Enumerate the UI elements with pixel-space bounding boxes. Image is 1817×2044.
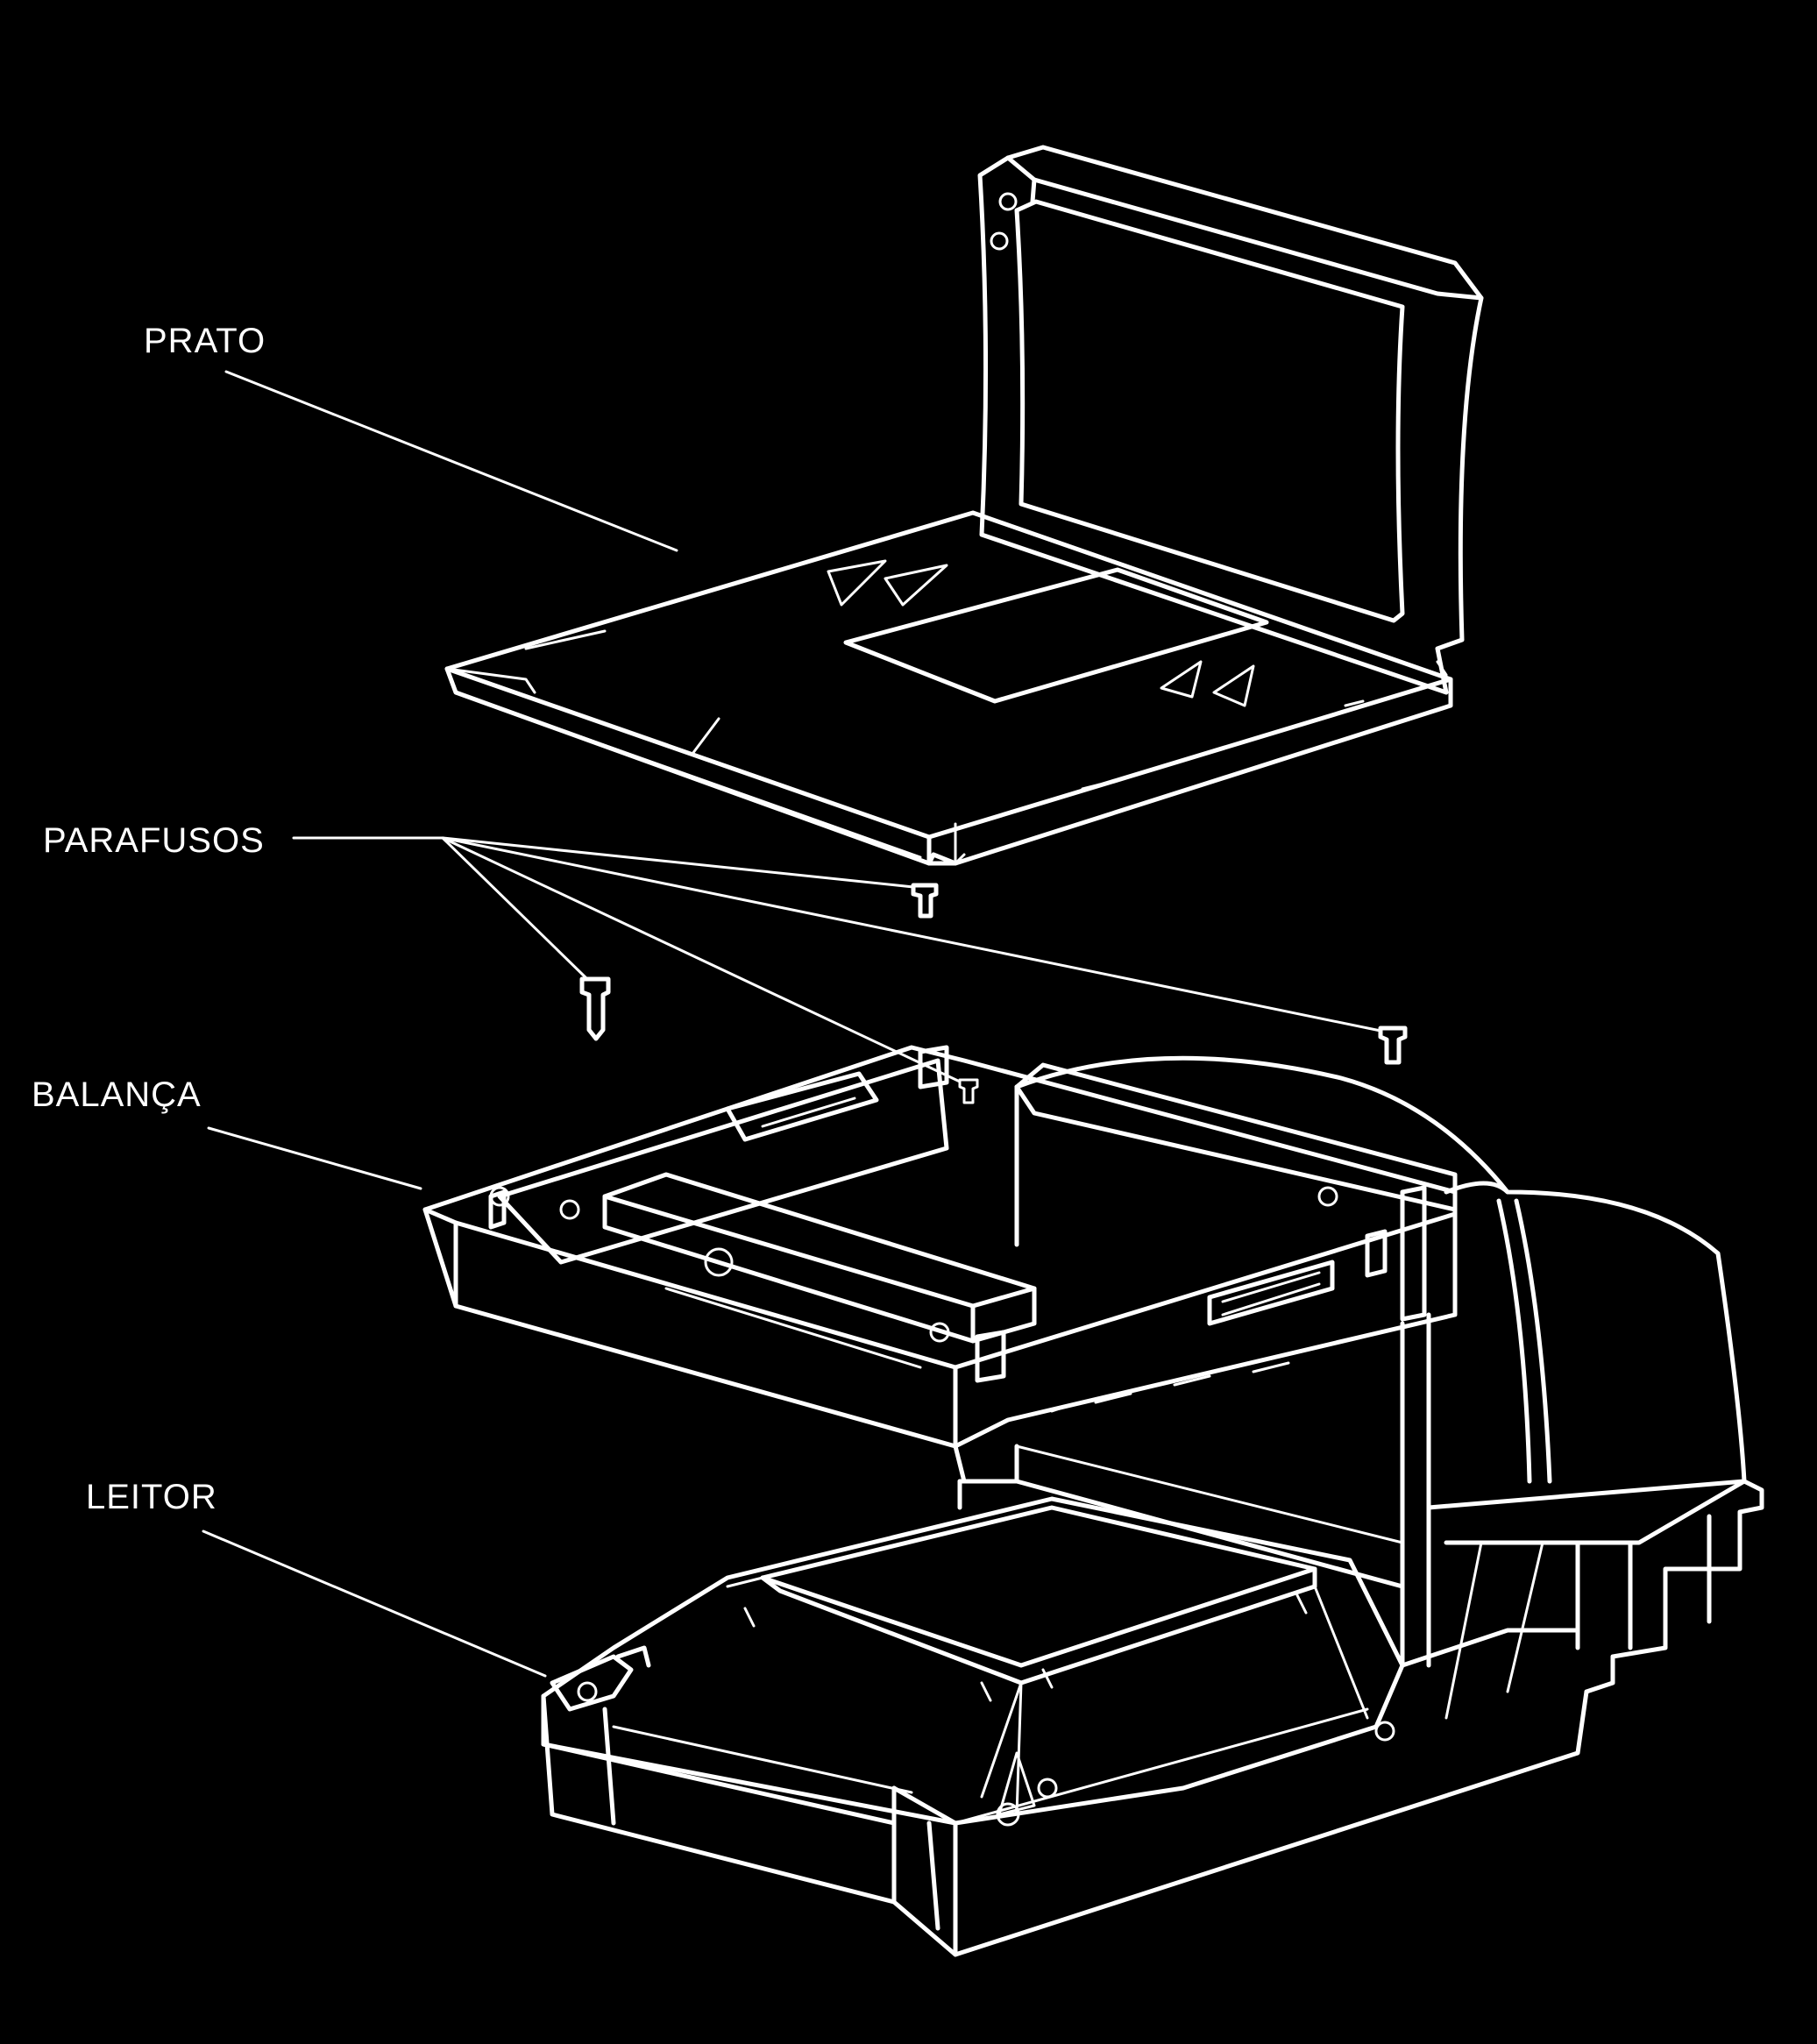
leader-prato — [224, 370, 678, 552]
leader-parafusos-4 — [441, 836, 962, 1083]
screws-part — [579, 883, 1408, 1104]
label-balanca: BALANÇA — [32, 1075, 202, 1114]
label-prato: PRATO — [144, 322, 266, 360]
platter-part — [444, 145, 1484, 866]
scanner-part — [541, 1055, 1764, 1957]
leader-leitor — [202, 1529, 547, 1678]
label-leitor: LEITOR — [86, 1478, 217, 1516]
leader-parafusos-1 — [441, 836, 915, 889]
scale-part — [422, 1045, 1458, 1449]
leader-balanca — [207, 1126, 422, 1190]
leader-parafusos-3 — [441, 836, 1382, 1033]
leader-lines — [202, 370, 1382, 1678]
leader-parafusos-2 — [441, 836, 589, 981]
label-parafusos: PARAFUSOS — [43, 821, 265, 860]
